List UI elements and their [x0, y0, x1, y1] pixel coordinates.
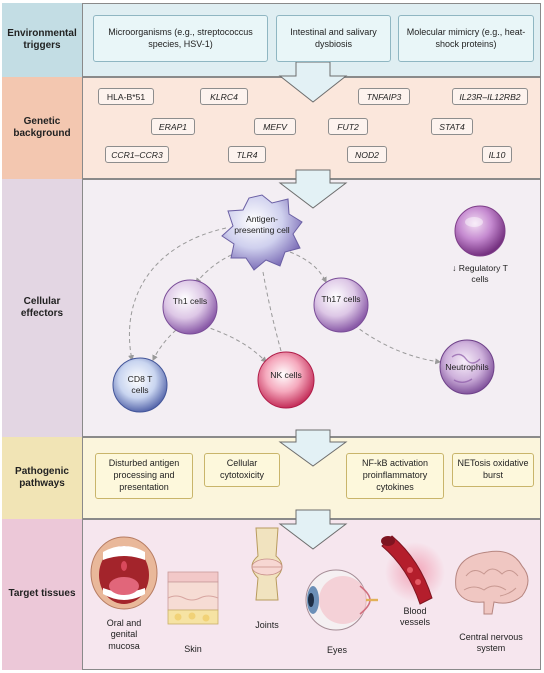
pathway-cellular-cytotoxicity: Cellular cytotoxicity	[204, 453, 280, 487]
label-th1: Th1 cells	[172, 296, 208, 306]
trigger-dysbiosis: Intestinal and salivary dysbiosis	[276, 15, 391, 62]
gene-fut2: FUT2	[328, 118, 368, 135]
eye-illustration	[305, 569, 378, 631]
flow-arrow-1	[278, 61, 348, 103]
label-joints: Joints	[255, 620, 279, 630]
blood-vessel-illustration	[381, 535, 445, 605]
connector-apc-th17	[289, 251, 327, 284]
brain-illustration	[455, 550, 529, 615]
label-skin: Skin	[184, 644, 202, 654]
label-apc: Antigen-presenting cell	[234, 214, 290, 235]
gene-il10: IL10	[482, 146, 512, 163]
joint-illustration	[251, 527, 283, 601]
gene-hla-b51: HLA-B*51	[98, 88, 154, 105]
row-label-environmental: Environmental triggers	[2, 3, 83, 77]
row-label-pathogenic: Pathogenic pathways	[2, 437, 83, 519]
connector-th1-nk	[203, 325, 267, 363]
label-th17: Th17 cells	[321, 294, 361, 304]
label-oral-genital-mucosa: Oral and genital mucosa	[106, 618, 142, 651]
label-nk: NK cells	[270, 370, 302, 380]
row-label-target: Target tissues	[2, 519, 83, 670]
gene-mefv: MEFV	[254, 118, 296, 135]
pathway-netosis: NETosis oxidative burst	[452, 453, 534, 487]
label-treg: ↓ Regulatory T cells	[452, 263, 508, 284]
neutrophil-cell	[439, 339, 495, 395]
cd8-cell	[112, 357, 168, 413]
flow-arrow-4	[278, 509, 348, 550]
mouth-illustration	[90, 536, 158, 610]
th17-cell	[313, 277, 369, 333]
cell-connectors	[128, 227, 442, 365]
gene-il23r-il12rb2: IL23R–IL12RB2	[452, 88, 528, 105]
pathway-nf-kb-activation: NF-kB activation proinflammatory cytokin…	[346, 453, 444, 499]
label-central-nervous-system: Central nervous system	[459, 632, 523, 654]
gene-erap1: ERAP1	[151, 118, 195, 135]
connector-apc-th1	[195, 251, 239, 284]
gene-nod2: NOD2	[347, 146, 387, 163]
trigger-microorganisms: Microorganisms (e.g., streptococcus spec…	[93, 15, 268, 62]
label-neutrophils: Neutrophils	[445, 362, 489, 372]
skin-illustration	[167, 571, 219, 625]
row-label-cellular: Cellular effectors	[2, 179, 83, 437]
gene-klrc4: KLRC4	[200, 88, 248, 105]
gene-ccr1-ccr3: CCR1–CCR3	[105, 146, 169, 163]
apc-cell	[221, 194, 303, 271]
gene-tlr4: TLR4	[228, 146, 266, 163]
label-eyes: Eyes	[326, 645, 347, 655]
label-blood-vessels: Blood vessels	[399, 606, 430, 628]
connector-th1-cd8	[152, 329, 177, 362]
th1-cell	[162, 279, 218, 335]
flow-arrow-2	[278, 169, 348, 209]
gene-tnfaip3: TNFAIP3	[358, 88, 410, 105]
connector-apc-nk	[262, 271, 285, 360]
connector-th17-neutrophils	[353, 324, 442, 365]
nk-cell	[257, 351, 315, 409]
pathway-antigen-processing: Disturbed antigen processing and present…	[95, 453, 193, 499]
treg-cell	[454, 205, 506, 257]
gene-stat4: STAT4	[431, 118, 473, 135]
label-cd8: CD8 T cells	[127, 374, 153, 395]
trigger-molecular-mimicry: Molecular mimicry (e.g., heat-shock prot…	[398, 15, 534, 62]
row-label-genetic: Genetic background	[2, 77, 83, 179]
flow-arrow-3	[278, 429, 348, 467]
